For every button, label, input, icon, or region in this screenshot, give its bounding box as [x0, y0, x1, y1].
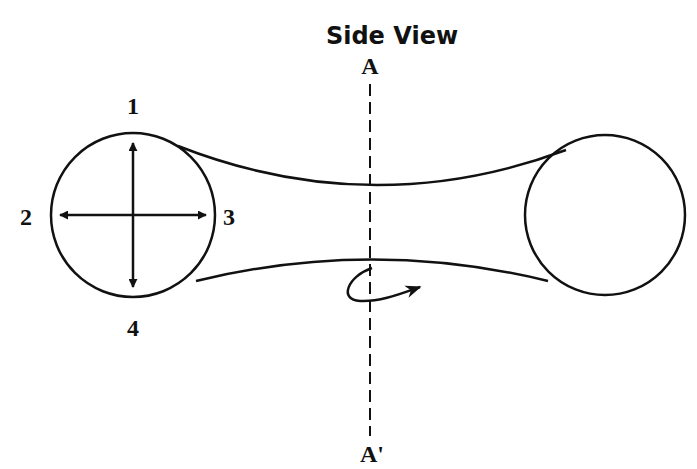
- callout-number: 4: [127, 316, 139, 340]
- callout-number: 3: [223, 205, 235, 229]
- direction-arrow: [60, 214, 133, 217]
- direction-arrow: [133, 214, 206, 217]
- rotation-axis: [369, 84, 371, 436]
- axis-label: A: [361, 54, 378, 78]
- direction-arrow: [132, 143, 135, 215]
- axis-label: A': [360, 442, 384, 466]
- callout-number: 2: [20, 205, 32, 229]
- band-bottom: [196, 260, 548, 282]
- band-top: [178, 146, 566, 185]
- right-section: [525, 135, 685, 295]
- view-title: Side View: [326, 24, 458, 48]
- left-section: [51, 133, 215, 297]
- callout-number: 1: [127, 94, 139, 118]
- direction-arrow: [132, 215, 135, 287]
- rotation-arrow: [348, 268, 420, 301]
